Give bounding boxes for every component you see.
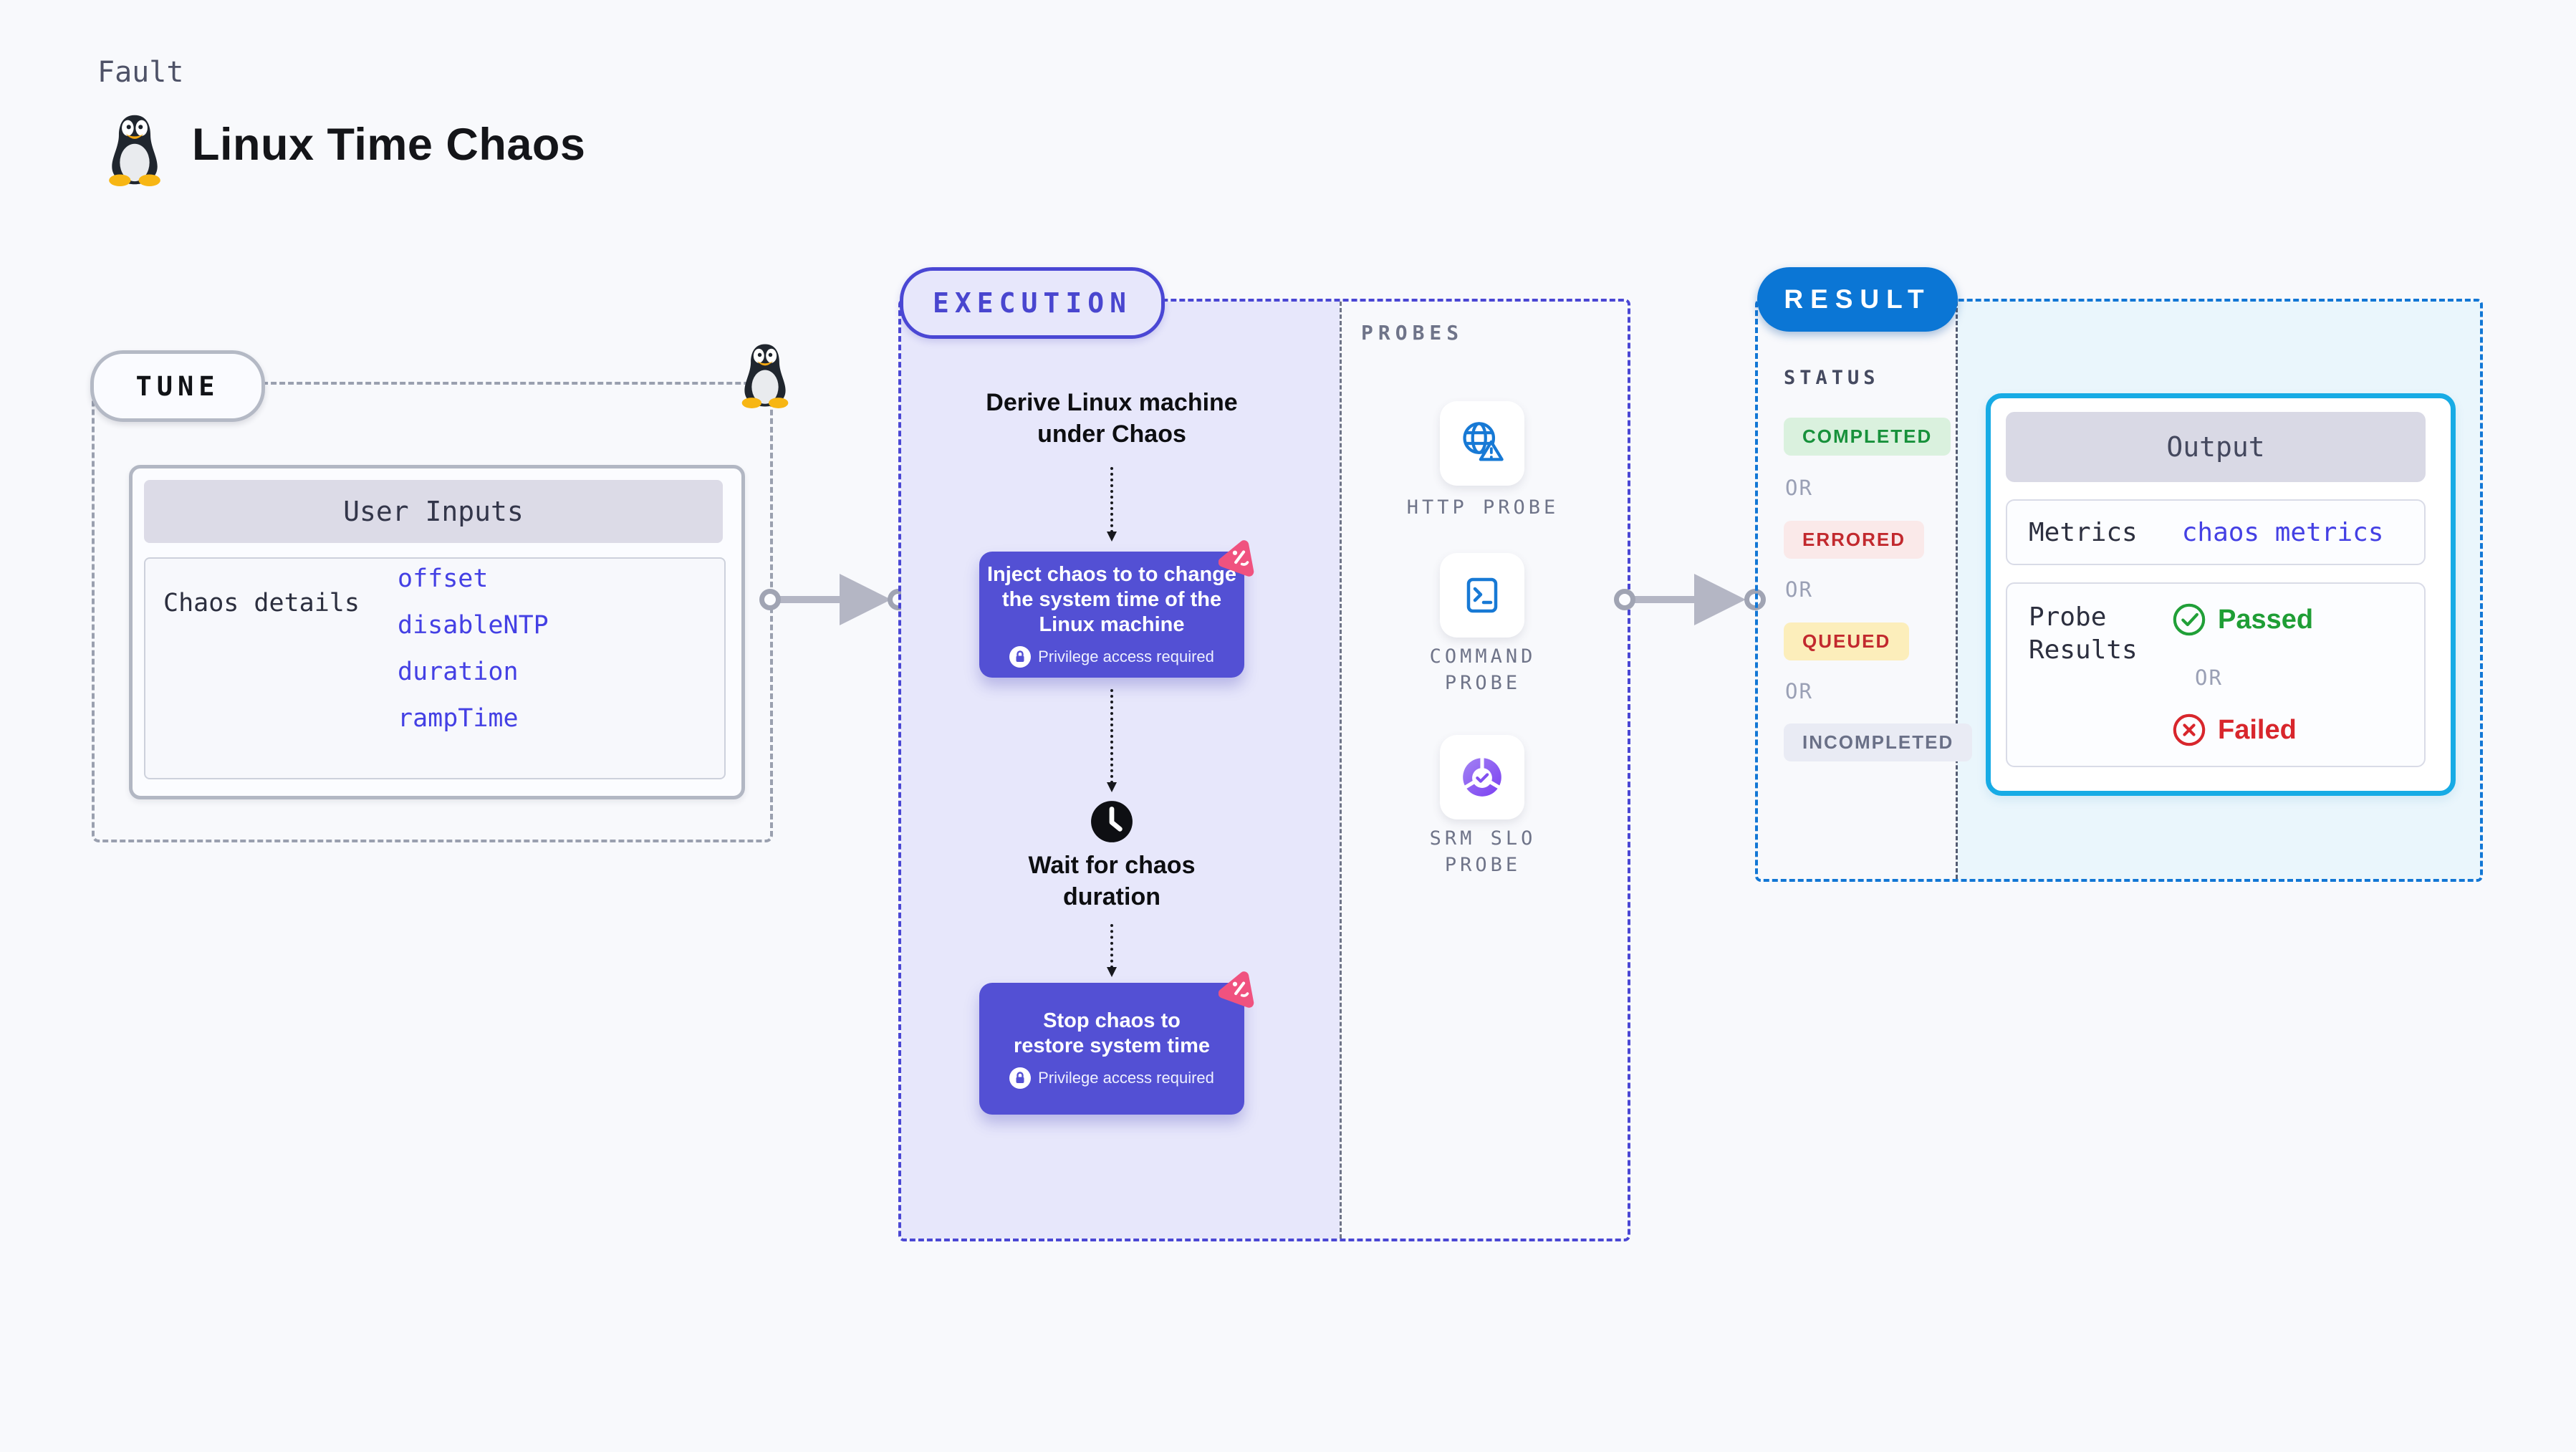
flow-arrow-down-icon (1107, 467, 1117, 542)
metrics-row: Metrics chaos metrics (2006, 499, 2426, 565)
execution-probes-divider (1340, 302, 1342, 1239)
or-separator: OR (1785, 679, 1813, 703)
input-link-disablentp[interactable]: disableNTP (398, 611, 549, 640)
stop-chaos-text: Stop chaos to restore system time (1013, 1009, 1211, 1057)
globe-alert-icon (1463, 422, 1504, 461)
chaos-experiment-icon (1219, 971, 1254, 1008)
lock-icon (1009, 1067, 1032, 1089)
user-inputs-title: User Inputs (144, 480, 723, 543)
flow-arrow-down-icon (1107, 689, 1117, 792)
execution-badge: EXECUTION (900, 267, 1165, 339)
tux-penguin-icon (109, 115, 160, 186)
tune-region (92, 382, 773, 842)
privilege-note: Privilege access required (1009, 1067, 1214, 1089)
step-wait-duration: Wait for chaos duration (1028, 852, 1196, 910)
failed-indicator: Failed (2172, 713, 2297, 747)
metrics-label: Metrics (2029, 517, 2138, 547)
fault-eyebrow: Fault (97, 56, 184, 89)
http-probe-label: HTTP PROBE (1406, 496, 1559, 519)
page-title: Linux Time Chaos (192, 120, 586, 170)
step-inject-chaos: Inject chaos to to change the system tim… (979, 540, 1254, 678)
or-separator: OR (1785, 577, 1813, 602)
status-badge-queued: QUEUED (1784, 622, 1910, 660)
status-badge-errored: ERRORED (1784, 521, 1925, 559)
tux-penguin-icon-small (741, 344, 789, 408)
metrics-value-link[interactable]: chaos metrics (2181, 517, 2384, 547)
inject-chaos-text: Inject chaos to to change the system tim… (986, 562, 1237, 636)
arrow-tune-execution (775, 596, 852, 603)
x-circle-icon (2173, 713, 2206, 746)
command-probe-card[interactable] (1440, 553, 1524, 638)
status-badge-completed: COMPLETED (1784, 418, 1951, 456)
slo-donut-check-icon (1463, 757, 1501, 797)
arrow-execution-result-head (1694, 574, 1746, 625)
status-badge-incompleted: INCOMPLETED (1784, 723, 1973, 761)
result-badge: RESULT (1757, 267, 1958, 332)
chaos-details-label: Chaos details (163, 589, 360, 617)
srm-slo-probe-label: SRM SLO PROBE (1429, 827, 1537, 876)
tune-badge: TUNE (90, 350, 265, 422)
terminal-icon (1466, 577, 1498, 613)
output-title: Output (2006, 412, 2426, 482)
input-link-ramptime[interactable]: rampTime (398, 704, 519, 733)
command-probe-label: COMMAND PROBE (1429, 645, 1537, 694)
status-label: STATUS (1784, 367, 1880, 389)
arrow-execution-result (1630, 596, 1707, 603)
probe-results-row: Probe Results Passed OR Failed (2006, 582, 2426, 767)
privilege-note: Privilege access required (1009, 645, 1214, 668)
or-separator: OR (1785, 476, 1813, 500)
arrow-tune-execution-head (840, 574, 891, 625)
step-stop-chaos: Stop chaos to restore system time Privil… (979, 971, 1254, 1115)
lock-icon (1009, 645, 1032, 668)
result-status-divider (1956, 302, 1958, 879)
input-link-duration[interactable]: duration (398, 658, 519, 686)
chaos-experiment-icon (1219, 540, 1254, 577)
http-probe-card[interactable] (1440, 401, 1524, 486)
connector-dot (1614, 589, 1635, 610)
check-circle-icon (2173, 603, 2206, 636)
connector-dot (759, 589, 781, 610)
input-link-offset[interactable]: offset (398, 564, 489, 593)
probes-label: PROBES (1361, 321, 1464, 345)
clock-icon (1091, 801, 1133, 842)
or-separator: OR (2195, 665, 2223, 690)
srm-slo-probe-card[interactable] (1440, 735, 1524, 819)
probe-results-label: Probe Results (2029, 602, 2138, 665)
flow-arrow-down-icon (1107, 924, 1117, 977)
step-derive-machine: Derive Linux machine under Chaos (986, 389, 1238, 448)
passed-indicator: Passed (2172, 602, 2313, 637)
user-inputs-body (144, 557, 726, 779)
